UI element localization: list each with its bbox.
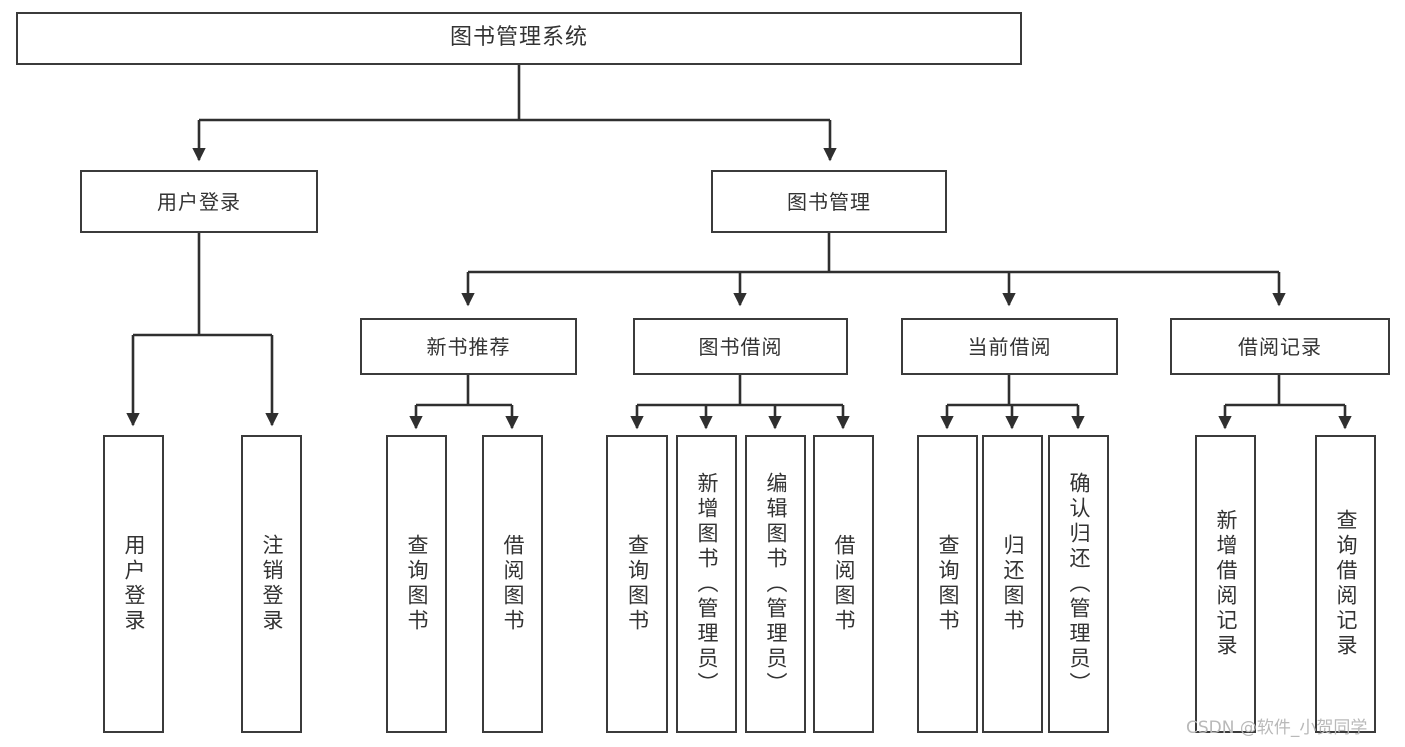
node-leaf-add-record[interactable]: 新增借阅记录 bbox=[1195, 435, 1256, 733]
node-leaf-add-book-label: 新增图书（管理员） bbox=[695, 471, 719, 697]
node-leaf-user-login[interactable]: 用户登录 bbox=[103, 435, 164, 733]
node-leaf-query-book-1[interactable]: 查询图书 bbox=[386, 435, 447, 733]
node-leaf-query-book-2-label: 查询图书 bbox=[625, 534, 650, 634]
node-leaf-edit-book[interactable]: 编辑图书（管理员） bbox=[745, 435, 806, 733]
node-borrow-record[interactable]: 借阅记录 bbox=[1170, 318, 1390, 375]
node-user-login-label: 用户登录 bbox=[157, 189, 241, 214]
node-root-label: 图书管理系统 bbox=[449, 25, 588, 51]
node-root-library-system[interactable]: 图书管理系统 bbox=[16, 12, 1022, 65]
node-leaf-edit-book-label: 编辑图书（管理员） bbox=[764, 471, 788, 697]
node-leaf-borrow-book-2[interactable]: 借阅图书 bbox=[813, 435, 874, 733]
node-leaf-query-book-3[interactable]: 查询图书 bbox=[917, 435, 978, 733]
node-leaf-borrow-book-2-label: 借阅图书 bbox=[832, 534, 856, 634]
node-leaf-query-book-3-label: 查询图书 bbox=[936, 534, 960, 634]
node-book-borrow-label: 图书借阅 bbox=[698, 334, 783, 359]
node-leaf-borrow-book-1[interactable]: 借阅图书 bbox=[482, 435, 543, 733]
node-leaf-add-record-label: 新增借阅记录 bbox=[1214, 509, 1238, 659]
node-leaf-query-record[interactable]: 查询借阅记录 bbox=[1315, 435, 1376, 733]
node-leaf-user-logout-label: 注销登录 bbox=[260, 534, 284, 634]
csdn-watermark: CSDN @软件_小贺同学 bbox=[1186, 718, 1368, 738]
node-leaf-confirm-return[interactable]: 确认归还（管理员） bbox=[1048, 435, 1109, 733]
node-new-book-rec[interactable]: 新书推荐 bbox=[360, 318, 577, 375]
node-leaf-add-book[interactable]: 新增图书（管理员） bbox=[676, 435, 737, 733]
node-leaf-query-book-1-label: 查询图书 bbox=[405, 534, 429, 634]
node-leaf-return-book-label: 归还图书 bbox=[1001, 534, 1025, 634]
node-current-borrow-label: 当前借阅 bbox=[967, 334, 1052, 359]
node-leaf-query-record-label: 查询借阅记录 bbox=[1334, 509, 1358, 659]
node-leaf-confirm-return-label: 确认归还（管理员） bbox=[1067, 471, 1091, 697]
node-leaf-return-book[interactable]: 归还图书 bbox=[982, 435, 1043, 733]
node-book-manage[interactable]: 图书管理 bbox=[711, 170, 947, 233]
node-new-book-rec-label: 新书推荐 bbox=[426, 334, 511, 359]
node-borrow-record-label: 借阅记录 bbox=[1238, 334, 1322, 359]
node-current-borrow[interactable]: 当前借阅 bbox=[901, 318, 1118, 375]
node-book-manage-label: 图书管理 bbox=[787, 189, 871, 214]
node-leaf-user-logout[interactable]: 注销登录 bbox=[241, 435, 302, 733]
node-book-borrow[interactable]: 图书借阅 bbox=[633, 318, 848, 375]
node-leaf-user-login-label: 用户登录 bbox=[122, 534, 146, 634]
node-user-login[interactable]: 用户登录 bbox=[80, 170, 318, 233]
node-leaf-query-book-2[interactable]: 查询图书 bbox=[606, 435, 668, 733]
node-leaf-borrow-book-1-label: 借阅图书 bbox=[501, 534, 525, 634]
